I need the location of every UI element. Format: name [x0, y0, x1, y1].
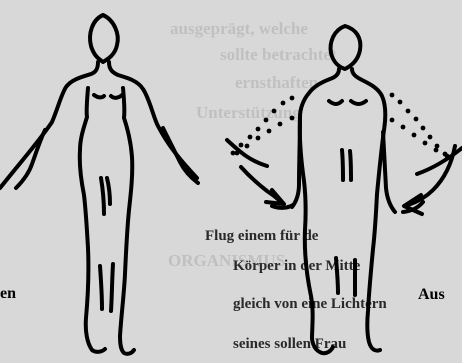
left-figure [0, 15, 198, 354]
